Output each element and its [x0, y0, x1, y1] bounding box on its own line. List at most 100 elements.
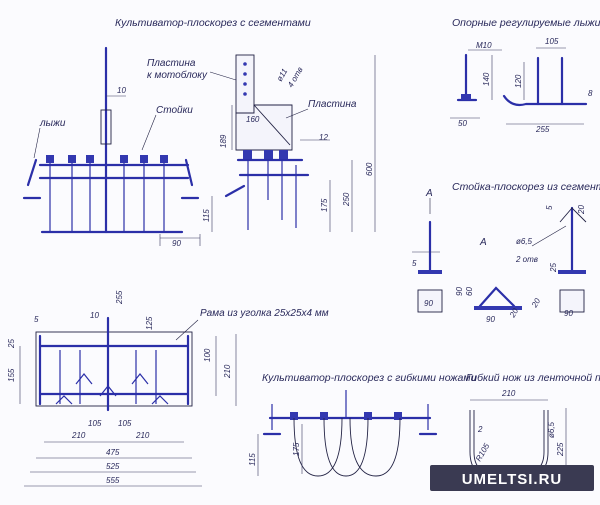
flex-clamp — [364, 412, 372, 420]
plan-dim-125: 125 — [145, 316, 154, 330]
leader-line — [531, 225, 567, 247]
knife-dim-225: 225 — [556, 442, 565, 457]
plan-dim-100: 100 — [203, 348, 212, 362]
dim-115: 115 — [202, 209, 211, 222]
dim-160: 160 — [246, 115, 260, 124]
dim-8: 8 — [588, 89, 593, 98]
plan-dim-25: 25 — [7, 339, 16, 349]
dim-140: 140 — [482, 72, 491, 86]
clamp — [243, 150, 252, 159]
dim-250: 250 — [342, 192, 351, 207]
leader-line — [285, 108, 309, 119]
dim-600: 600 — [365, 162, 374, 176]
label-plate-motoblock-1: Пластина — [147, 58, 196, 69]
plan-dim-210b: 210 — [135, 431, 150, 440]
skis-detail: M10 140 50 105 120 8 255 — [450, 37, 593, 134]
hole — [243, 92, 247, 96]
flex-clamp — [394, 412, 402, 420]
dim-90c: 90 — [564, 309, 573, 318]
label-stands: Стойки — [156, 105, 193, 116]
dim-120: 120 — [514, 74, 523, 88]
dim-90b: 90 — [455, 287, 464, 296]
side-ski — [224, 184, 246, 198]
hole — [243, 72, 247, 76]
knife-detail: 210 2 ø6,5 R105 225 — [469, 389, 567, 479]
plan-stands — [59, 350, 157, 404]
dim-20a: 20 — [577, 205, 586, 215]
dim-60: 60 — [465, 287, 474, 296]
stand-base — [418, 270, 442, 274]
plan-dim-525: 525 — [106, 462, 120, 471]
clamp — [264, 150, 273, 159]
knife-dim-210: 210 — [501, 389, 516, 398]
dim-5b: 5 — [412, 259, 417, 268]
dim-65: ø6,5 — [516, 237, 533, 246]
flex-knife-loop — [323, 417, 369, 477]
leader-line — [33, 127, 41, 159]
watermark: UMELTSI.RU — [430, 465, 594, 491]
knife-dim-2: 2 — [477, 425, 483, 434]
leader-line — [209, 71, 237, 81]
stand-side-base — [558, 270, 586, 274]
plan-dim-105a: 105 — [88, 419, 102, 428]
flex-knives-view: 175 115 — [248, 390, 438, 477]
hole — [243, 62, 247, 66]
knife-dim-r: R105 — [474, 441, 492, 463]
title-flex: Культиватор-плоскорез с гибкими ножами — [262, 372, 477, 384]
plan-dim-475: 475 — [106, 448, 120, 457]
dim-50: 50 — [458, 119, 467, 128]
frame-outline — [35, 331, 193, 407]
label-plate: Пластина — [308, 99, 357, 110]
label-skis: лыжи — [39, 118, 66, 129]
flex-clamp — [320, 412, 328, 420]
dim-2otv: 2 отв — [515, 255, 538, 264]
dim-20c: 20 — [529, 296, 542, 310]
label-view-a-arrow: A — [425, 188, 433, 199]
flex-knife-loop — [349, 417, 401, 477]
dim-255: 255 — [535, 125, 550, 134]
stand-detail: A 5 90 A 90 60 90 20 5 20 ø6,5 2 отв 25 … — [412, 188, 587, 324]
title-knife: Гибкий нож из ленточной пилы — [466, 372, 600, 384]
dim-175: 175 — [320, 198, 329, 212]
mast-bracket — [100, 109, 112, 145]
bolt-head — [68, 155, 76, 163]
frame-sides — [38, 334, 190, 406]
title-stand: Стойка-плоскорез из сегмента — [452, 181, 600, 193]
knife-dim-65: ø6,5 — [547, 421, 556, 438]
dim-90a: 90 — [424, 299, 433, 308]
flex-dim-175: 175 — [292, 442, 301, 456]
hole — [243, 82, 247, 86]
bolt-head — [46, 155, 54, 163]
leader-line — [141, 114, 157, 151]
title-skis: Опорные регулируемые лыжи — [452, 17, 600, 29]
dim-4otv: 4 отв — [286, 65, 305, 89]
plan-dim-105b: 105 — [118, 419, 132, 428]
ski-left — [22, 158, 42, 200]
plate-large — [235, 104, 293, 151]
plan-dim-210a: 210 — [71, 431, 86, 440]
label-frame: Рама из уголка 25х25х4 мм — [200, 308, 329, 319]
side-stands — [247, 160, 297, 230]
dim-189: 189 — [219, 134, 228, 148]
stand-tip — [559, 207, 587, 223]
ski-nut — [461, 94, 471, 100]
dim-10: 10 — [117, 86, 126, 95]
plan-dim-210r: 210 — [223, 364, 232, 379]
plan-dim-5: 5 — [34, 315, 39, 324]
bolt-head — [86, 155, 94, 163]
ski-runner — [502, 94, 588, 107]
bolt-head — [160, 155, 168, 163]
plan-view: 5 10 255 125 25 155 100 210 105 105 210 … — [7, 290, 329, 487]
dim-m10: M10 — [476, 41, 492, 50]
dim-90: 90 — [172, 239, 181, 248]
dim-5a: 5 — [545, 205, 554, 210]
dim-90c-label: 90 — [486, 315, 495, 324]
watermark-text: UMELTSI.RU — [462, 471, 563, 488]
bolt-head — [140, 155, 148, 163]
flex-clamp — [290, 412, 298, 420]
stand-v-base — [474, 306, 522, 310]
dim-105: 105 — [545, 37, 559, 46]
main-front-view: 10 90 лыжи Стойки — [22, 46, 201, 248]
